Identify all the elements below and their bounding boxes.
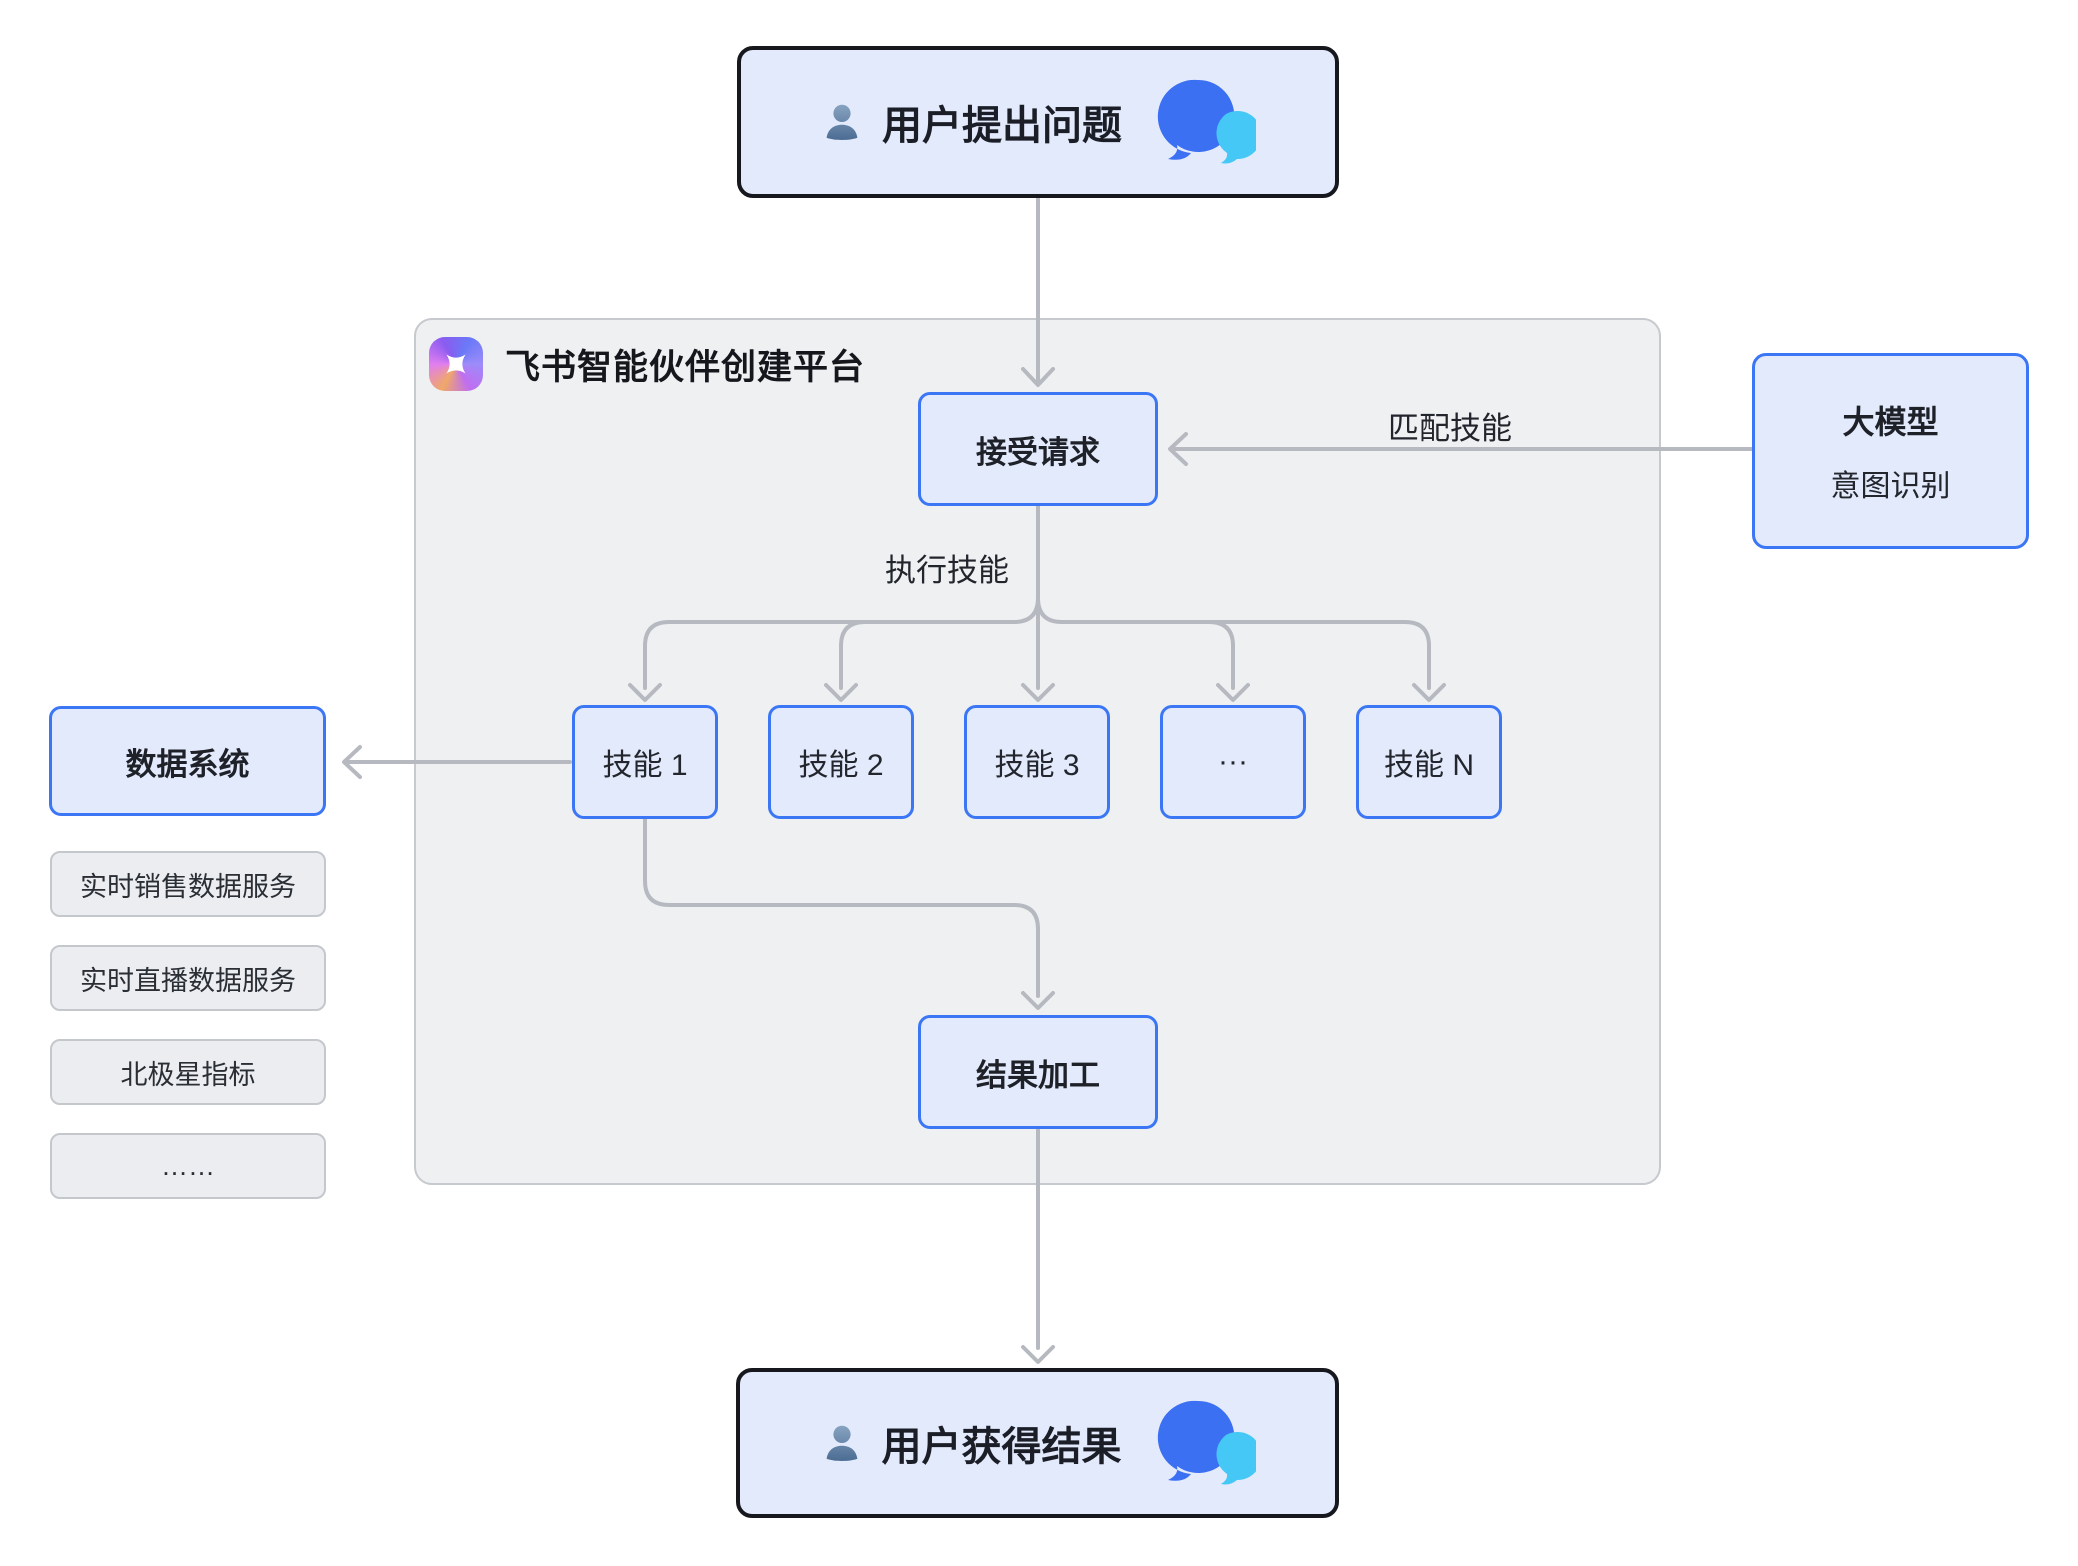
connector-skill1-to-result [643, 817, 1040, 998]
node-user-question-label: 用户提出问题 [882, 104, 1122, 148]
node-skill-1-label: 技能 1 [602, 749, 688, 782]
platform-title: 飞书智能伙伴创建平台 [505, 347, 866, 387]
node-skill-3-label: 技能 3 [994, 749, 1080, 782]
node-accept-request-label: 接受请求 [976, 434, 1100, 470]
edge-label-match-skill: 匹配技能 [1388, 411, 1512, 446]
node-large-model-title: 大模型 [1842, 404, 1939, 440]
node-skill-2-label: 技能 2 [798, 749, 884, 782]
node-large-model: 大模型 意图识别 [1752, 353, 2029, 549]
chat-bubbles-icon [1154, 1397, 1256, 1489]
arrowhead-down-bottomuser [1021, 1345, 1055, 1364]
connector-drop-skill2 [839, 620, 867, 690]
arrowhead-down-skill1 [628, 683, 662, 702]
node-service-north-star: 北极星指标 [50, 1039, 326, 1105]
node-service-ellipsis-label: …… [161, 1150, 215, 1181]
person-icon [820, 1420, 864, 1466]
node-user-question: 用户提出问题 [737, 46, 1339, 198]
node-accept-request: 接受请求 [918, 392, 1158, 506]
person-icon [820, 99, 864, 145]
arrowhead-down-skill5 [1412, 683, 1446, 702]
connector-rail-left [643, 596, 1040, 690]
node-skill-ellipsis: ··· [1160, 705, 1306, 819]
arrowhead-down-skill2 [824, 683, 858, 702]
node-service-realtime-live-label: 实时直播数据服务 [80, 965, 296, 996]
connector-rail-right [1036, 596, 1431, 690]
node-skill-ellipsis-label: ··· [1218, 745, 1248, 778]
arrowhead-left-datasystem [342, 745, 362, 779]
node-data-system: 数据系统 [49, 706, 326, 816]
node-service-realtime-sales: 实时销售数据服务 [50, 851, 326, 917]
node-skill-n-label: 技能 N [1384, 749, 1474, 782]
node-skill-2: 技能 2 [768, 705, 914, 819]
arrowhead-left-accept [1168, 432, 1188, 466]
chat-bubbles-icon [1154, 76, 1256, 168]
node-service-realtime-sales-label: 实时销售数据服务 [80, 871, 296, 902]
arrowhead-down-skill3 [1021, 683, 1055, 702]
node-skill-3: 技能 3 [964, 705, 1110, 819]
node-skill-1: 技能 1 [572, 705, 718, 819]
node-skill-n: 技能 N [1356, 705, 1502, 819]
arrowhead-down-accept [1021, 367, 1055, 387]
connector-drop-skill4 [1207, 620, 1235, 690]
node-service-north-star-label: 北极星指标 [120, 1059, 256, 1090]
node-data-system-label: 数据系统 [125, 746, 250, 782]
node-result-processing-label: 结果加工 [976, 1057, 1100, 1093]
arrowhead-down-skill4 [1216, 683, 1250, 702]
node-service-realtime-live: 实时直播数据服务 [50, 945, 326, 1011]
node-large-model-subtitle: 意图识别 [1830, 470, 1951, 503]
node-service-ellipsis: …… [50, 1133, 326, 1199]
node-result-processing: 结果加工 [918, 1015, 1158, 1129]
arrowhead-down-result [1021, 991, 1055, 1010]
node-user-result-label: 用户获得结果 [881, 1425, 1122, 1469]
platform-header: 飞书智能伙伴创建平台 [429, 337, 865, 391]
node-user-result: 用户获得结果 [736, 1368, 1339, 1518]
platform-logo-icon [429, 337, 483, 391]
edge-label-execute-skill: 执行技能 [885, 553, 1009, 588]
